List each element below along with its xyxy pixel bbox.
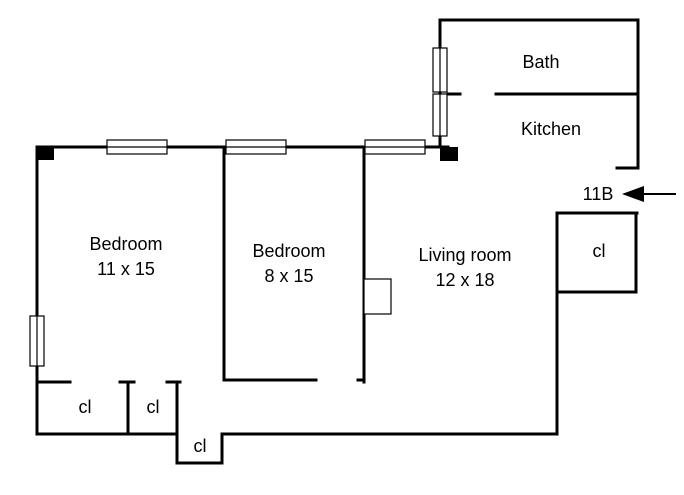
closet-label-bedroom-1-b: cl [147,397,160,417]
room-label-living-room: Living room [418,245,511,265]
windows [29,47,448,367]
fireplace [363,278,392,315]
closet-label-entry: cl [593,241,606,261]
room-size-bedroom-1: 11 x 15 [97,259,155,279]
closet-label-hall: cl [194,436,207,456]
room-label-bedroom-1: Bedroom [89,234,162,254]
arrow-left-icon [622,186,676,202]
unit-number: 11B [583,184,614,204]
room-label-bedroom-2: Bedroom [252,241,325,261]
column-left [37,147,54,160]
hall-closet-walls [175,380,224,465]
room-label-bath: Bath [522,52,559,72]
column-right [440,147,458,161]
room-size-bedroom-2: 8 x 15 [264,266,313,286]
room-label-kitchen: Kitchen [521,119,581,139]
entry-closet-walls [555,211,638,294]
room-size-living-room: 12 x 18 [435,270,494,290]
closet-label-bedroom-1-a: cl [79,397,92,417]
